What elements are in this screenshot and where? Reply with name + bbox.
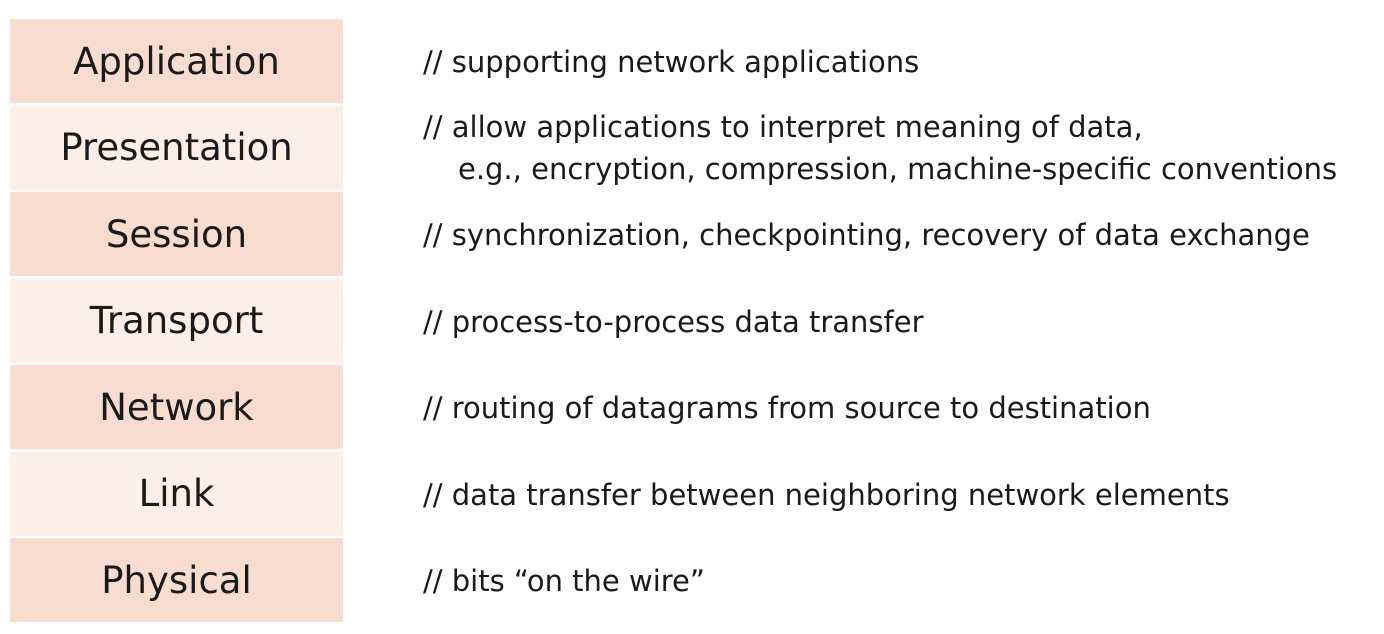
description-text: // supporting network applications	[423, 45, 920, 79]
layer-box-physical: Physical	[10, 538, 343, 622]
description-text: // data transfer between neighboring net…	[423, 478, 1230, 512]
layer-row-network: Network	[10, 365, 343, 452]
description-text: // allow applications to interpret meani…	[423, 110, 1143, 144]
layer-row-application: Application	[10, 19, 343, 106]
description-text: // bits “on the wire”	[423, 564, 705, 598]
layer-box-link: Link	[10, 451, 343, 536]
layer-description-transport: // process-to-process data transfer	[423, 301, 924, 343]
layer-description-session: // synchronization, checkpointing, recov…	[423, 214, 1310, 256]
layer-box-transport: Transport	[10, 278, 343, 363]
layer-row-transport: Transport	[10, 278, 343, 366]
layer-row-presentation: Presentation	[10, 105, 343, 193]
layer-description-presentation: // allow applications to interpret meani…	[423, 106, 1337, 190]
description-text: // process-to-process data transfer	[423, 305, 924, 339]
layer-row-physical: Physical	[10, 538, 343, 625]
layer-row-session: Session	[10, 192, 343, 279]
layer-description-link: // data transfer between neighboring net…	[423, 474, 1230, 516]
description-text: // routing of datagrams from source to d…	[423, 391, 1151, 425]
layer-box-session: Session	[10, 192, 343, 276]
layer-description-application: // supporting network applications	[423, 41, 919, 83]
description-text: // synchronization, checkpointing, recov…	[423, 218, 1310, 252]
layer-box-application: Application	[10, 19, 343, 103]
layer-row-link: Link	[10, 451, 343, 539]
layer-description-network: // routing of datagrams from source to d…	[423, 387, 1151, 429]
layer-box-network: Network	[10, 365, 343, 449]
layer-description-physical: // bits “on the wire”	[423, 560, 705, 602]
description-text-continuation: e.g., encryption, compression, machine-s…	[458, 152, 1338, 186]
layer-stack: Application Presentation Session Transpo…	[10, 19, 343, 625]
layer-box-presentation: Presentation	[10, 105, 343, 190]
